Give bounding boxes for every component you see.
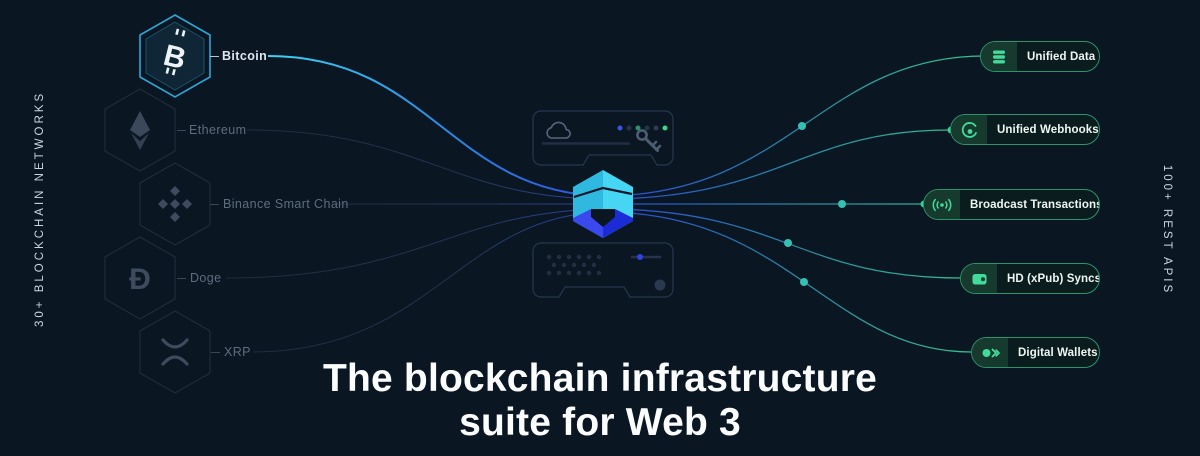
status-dots [617, 125, 668, 131]
network-label-ethereum[interactable]: Ethereum [189, 123, 247, 137]
api-pill-digital-wallets[interactable]: Digital Wallets [971, 337, 1100, 368]
tick-line [210, 204, 219, 205]
api-pill-unified-webhooks[interactable]: Unified Webhooks [950, 114, 1100, 145]
doge-icon: Đ [129, 263, 151, 296]
right-vertical-label: 100+ REST APIS [1161, 164, 1173, 296]
network-hex-doge[interactable]: Đ [102, 234, 178, 322]
xrp-icon [161, 338, 189, 366]
bitcoin-wire [267, 55, 604, 197]
node-device-card [532, 242, 674, 298]
left-vertical-label: 30+ BLOCKCHAIN NETWORKS [34, 90, 46, 327]
ethereum-icon [130, 111, 150, 150]
tick-line [177, 278, 186, 279]
network-hex-ethereum[interactable] [102, 86, 178, 174]
network-hex-bitcoin[interactable]: B [137, 12, 213, 100]
binance-icon [158, 186, 192, 222]
database-icon [981, 42, 1017, 71]
wallet-forward-icon [972, 338, 1008, 367]
title-line-2: suite for Web 3 [459, 401, 741, 444]
title-line-1: The blockchain infrastructure [322, 357, 878, 400]
page-title: The blockchain infrastructure suite for … [0, 357, 1200, 445]
network-hex-xrp[interactable] [137, 308, 213, 396]
cloud-icon [546, 121, 571, 139]
network-label-binance[interactable]: Binance Smart Chain [223, 197, 349, 211]
api-pill-broadcast-transactions[interactable]: Broadcast Transactions [923, 189, 1100, 220]
network-hex-binance[interactable] [137, 160, 213, 248]
power-button-dot [654, 279, 666, 291]
api-pill-hd-xpub-syncs[interactable]: HD (xPub) Syncs [960, 263, 1100, 294]
keypad-dots [546, 254, 602, 276]
webhook-icon [951, 115, 987, 144]
tick-line [210, 56, 219, 57]
api-pill-unified-data[interactable]: Unified Data [980, 41, 1100, 72]
network-label-xrp[interactable]: XRP [224, 345, 251, 359]
broadcast-icon [924, 190, 960, 219]
network-label-bitcoin[interactable]: Bitcoin [222, 49, 268, 63]
tick-line [211, 352, 220, 353]
cloud-device-card [532, 110, 674, 166]
key-icon [636, 129, 662, 152]
network-label-doge[interactable]: Doge [190, 271, 222, 285]
wallet-card-icon [961, 264, 997, 293]
mini-slider [630, 254, 662, 260]
left-wires [225, 55, 604, 353]
hexagon-cube-logo [573, 170, 633, 238]
tick-line [177, 130, 186, 131]
